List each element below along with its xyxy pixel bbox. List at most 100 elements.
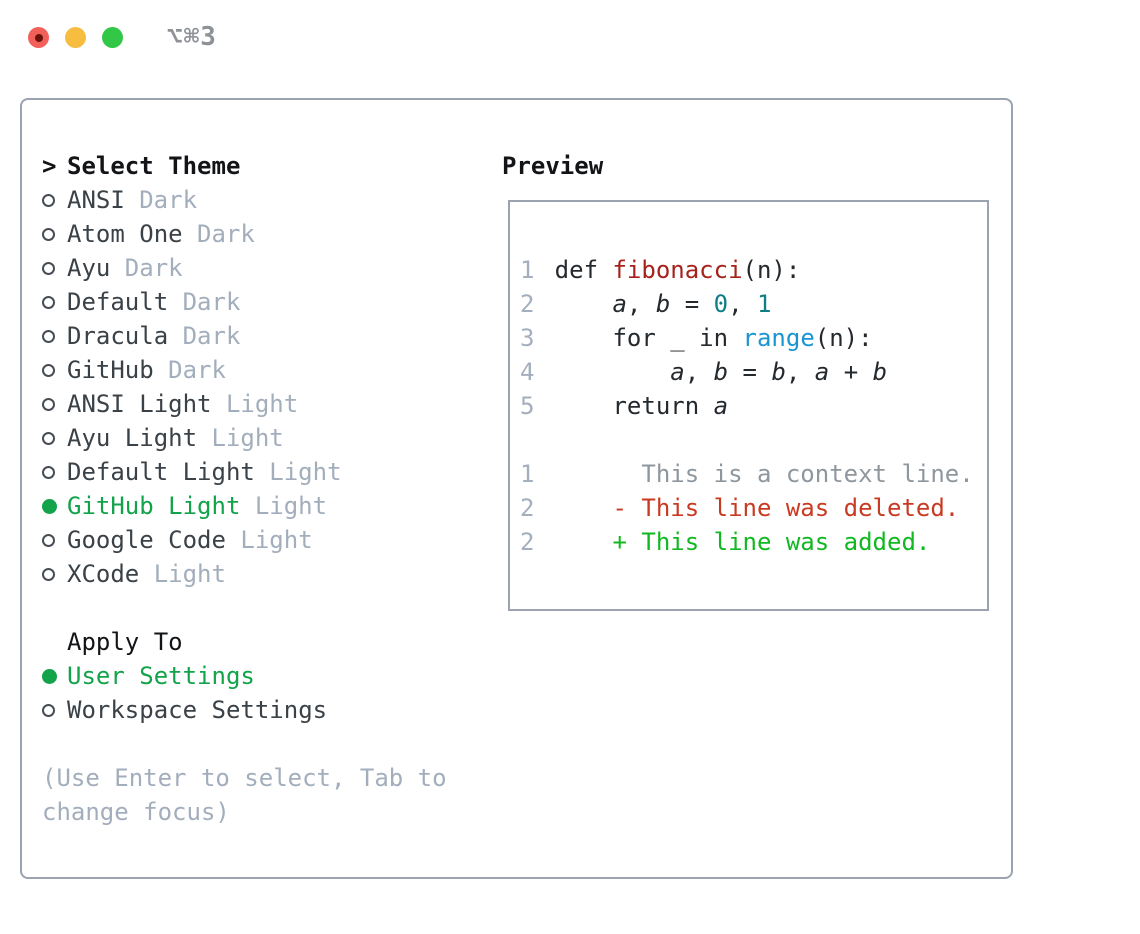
code-token: for _ in [554, 324, 743, 352]
radio-icon [42, 465, 67, 479]
theme-option-ansi-light[interactable]: ANSI Light Light [42, 387, 492, 421]
code-line: 2 a, b = 0, 1 [520, 287, 987, 321]
theme-option-default[interactable]: Default Dark [42, 285, 492, 319]
zoom-button[interactable] [102, 27, 123, 48]
code-line: 2 + This line was added. [520, 525, 987, 559]
code-token: b [872, 358, 888, 386]
line-number: 2 [520, 494, 535, 522]
code-token: range [742, 324, 815, 352]
theme-variant-tag: Dark [124, 254, 183, 282]
code-token: , [626, 290, 656, 318]
line-number: 2 [520, 528, 535, 556]
code-token: + [829, 358, 873, 386]
code-token: , [785, 358, 815, 386]
code-token: This is a context line. [554, 460, 974, 488]
code-token: , [684, 358, 714, 386]
theme-option-ayu-light[interactable]: Ayu Light Light [42, 421, 492, 455]
code-token: a [814, 358, 830, 386]
code-token: 1 [757, 290, 772, 318]
code-token: (n): [742, 256, 801, 284]
code-token: def [554, 256, 613, 284]
radio-icon [42, 329, 67, 343]
help-text-line: change focus) [42, 798, 230, 826]
theme-variant-tag: Dark [168, 356, 226, 384]
code-token [555, 290, 613, 318]
theme-name: Ayu Light [67, 424, 198, 452]
radio-unselected-icon [42, 567, 55, 581]
apply-option-user-settings[interactable]: User Settings [42, 659, 492, 693]
code-token: fibonacci [612, 256, 743, 284]
radio-icon [42, 363, 67, 377]
theme-variant-tag: Dark [197, 220, 255, 248]
theme-name: ANSI Light [67, 390, 212, 418]
close-button[interactable] [28, 27, 49, 48]
spacer-row [42, 727, 492, 761]
theme-name: GitHub [67, 356, 154, 384]
code-token: , [728, 290, 757, 318]
radio-unselected-icon [42, 397, 55, 411]
code-line: 4 a, b = b, a + b [520, 355, 987, 389]
radio-icon [42, 533, 67, 547]
theme-variant-tag: Light [254, 492, 328, 520]
theme-variant-tag: Dark [139, 186, 198, 214]
window-shortcut-label: ⌥⌘3 [167, 22, 217, 52]
code-token: - This line was deleted. [554, 494, 960, 522]
help-text-line: (Use Enter to select, Tab to [42, 764, 447, 792]
radio-icon [42, 431, 67, 445]
theme-list-header-row: >Select Theme [42, 149, 492, 183]
close-button-dot-icon [34, 33, 43, 42]
theme-option-dracula[interactable]: Dracula Dark [42, 319, 492, 353]
radio-icon [42, 567, 67, 581]
theme-option-github[interactable]: GitHub Dark [42, 353, 492, 387]
titlebar: ⌥⌘3 [0, 0, 1140, 74]
theme-variant-tag: Light [211, 424, 284, 452]
preview-panel: 1 def fibonacci(n): 2 a, b = 0, 1 3 for _ i… [508, 200, 989, 611]
code-token: = [670, 290, 714, 318]
theme-variant-tag: Dark [182, 288, 241, 316]
theme-name: Atom One [67, 220, 183, 248]
line-number: 5 [520, 392, 535, 420]
line-number: 4 [520, 358, 535, 386]
apply-to-header: Apply To [67, 628, 183, 656]
preview-title: Preview [502, 152, 604, 180]
theme-name: Default Light [67, 458, 255, 486]
theme-name: Dracula [67, 322, 169, 350]
theme-option-atom-one[interactable]: Atom One Dark [42, 217, 492, 251]
radio-unselected-icon [42, 261, 55, 275]
radio-icon [42, 193, 67, 207]
code-token: b [655, 290, 671, 318]
code-token [555, 358, 671, 386]
line-number: 3 [520, 324, 535, 352]
theme-name: Default [67, 288, 169, 316]
minimize-button[interactable] [65, 27, 86, 48]
theme-variant-tag: Light [153, 560, 226, 588]
theme-variant-tag: Dark [182, 322, 241, 350]
radio-unselected-icon [42, 329, 55, 343]
radio-unselected-icon [42, 533, 55, 547]
radio-unselected-icon [42, 363, 55, 377]
radio-unselected-icon [42, 227, 55, 241]
code-token: + This line was added. [554, 528, 931, 556]
radio-unselected-icon [42, 465, 55, 479]
radio-unselected-icon [42, 703, 55, 717]
line-number: 2 [520, 290, 535, 318]
code-token: = [728, 358, 772, 386]
theme-variant-tag: Light [225, 390, 299, 418]
code-line: 1 This is a context line. [520, 457, 987, 491]
apply-to-header-row: Apply To [42, 625, 492, 659]
radio-icon [42, 227, 67, 241]
apply-option-label: Workspace Settings [67, 696, 328, 724]
prompt-icon: > [42, 152, 57, 180]
code-token: a [612, 290, 627, 318]
apply-option-workspace-settings[interactable]: Workspace Settings [42, 693, 492, 727]
code-token: b [713, 358, 729, 386]
apply-option-label: User Settings [67, 662, 255, 690]
radio-unselected-icon [42, 295, 55, 309]
